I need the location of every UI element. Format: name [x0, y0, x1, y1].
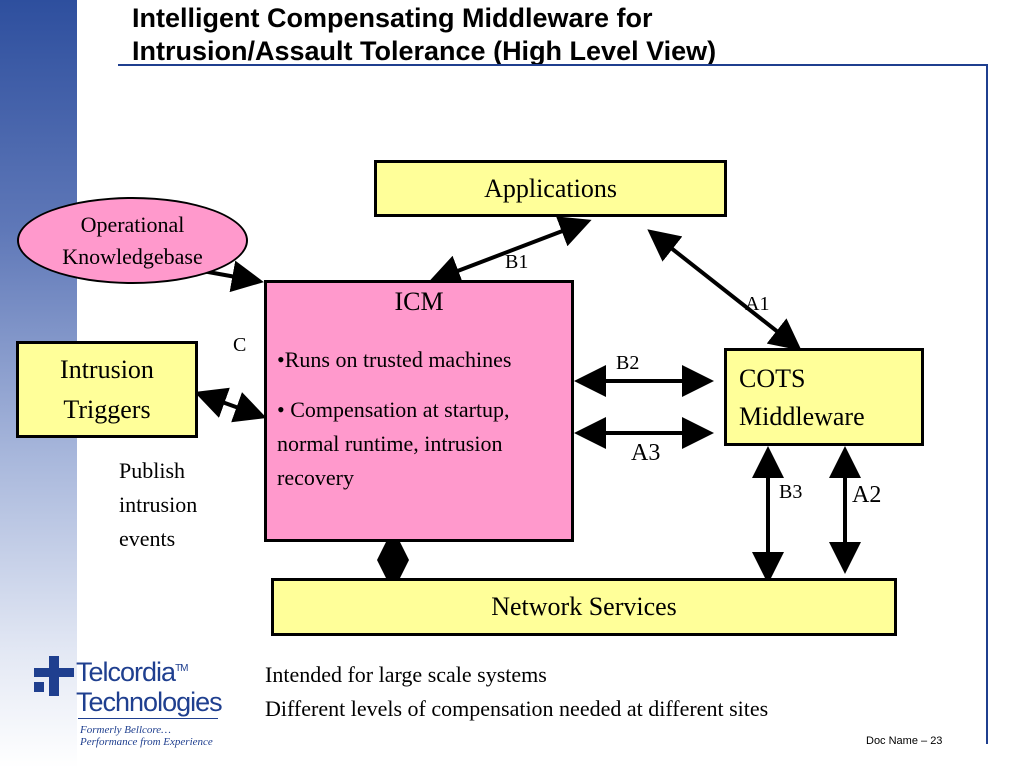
network-services-box: Network Services: [271, 578, 897, 636]
operational-knowledgebase-ellipse: Operational Knowledgebase: [17, 197, 248, 284]
label-b3: B3: [779, 481, 803, 503]
publish-intrusion-events-label: Publish intrusion events: [119, 458, 198, 551]
telcordia-mark-icon: [34, 656, 74, 696]
title-divider: [118, 64, 986, 66]
right-border-line: [986, 64, 988, 744]
label-a2: A2: [852, 482, 882, 508]
icm-bullet-compensation: • Compensation at startup, normal runtim…: [277, 397, 510, 490]
label-a3: A3: [631, 440, 661, 466]
icm-bullet-trusted-machines: •Runs on trusted machines: [277, 347, 512, 372]
label-c: C: [233, 334, 247, 356]
icm-title: ICM: [394, 287, 444, 316]
slide-footer: Doc Name – 23: [866, 735, 943, 747]
network-services-label: Network Services: [491, 592, 677, 621]
slide-notes: Intended for large scale systems Differe…: [265, 658, 768, 726]
arrow-c: [194, 387, 267, 423]
telcordia-wordmark: TelcordiaTM Technologies: [76, 657, 223, 717]
telcordia-logo: TelcordiaTM Technologies Formerly Bellco…: [32, 650, 232, 755]
intrusion-triggers-box: Intrusion Triggers: [16, 341, 198, 438]
logo-divider: [78, 718, 218, 719]
note-large-scale: Intended for large scale systems: [265, 662, 547, 687]
telcordia-tagline: Formerly Bellcore… Performance from Expe…: [80, 724, 213, 748]
icm-box: ICM •Runs on trusted machines • Compensa…: [264, 280, 574, 542]
label-b2: B2: [616, 352, 640, 374]
cots-middleware-box: COTS Middleware: [724, 348, 924, 446]
arrow-b1: [428, 216, 592, 286]
applications-box: Applications: [374, 160, 727, 217]
applications-label: Applications: [484, 173, 617, 203]
label-a1: A1: [745, 293, 770, 315]
arrow-a1: [647, 229, 802, 351]
slide-title: Intelligent Compensating Middleware for …: [132, 3, 717, 66]
note-compensation-levels: Different levels of compensation needed …: [265, 696, 769, 721]
label-b1: B1: [505, 251, 529, 273]
